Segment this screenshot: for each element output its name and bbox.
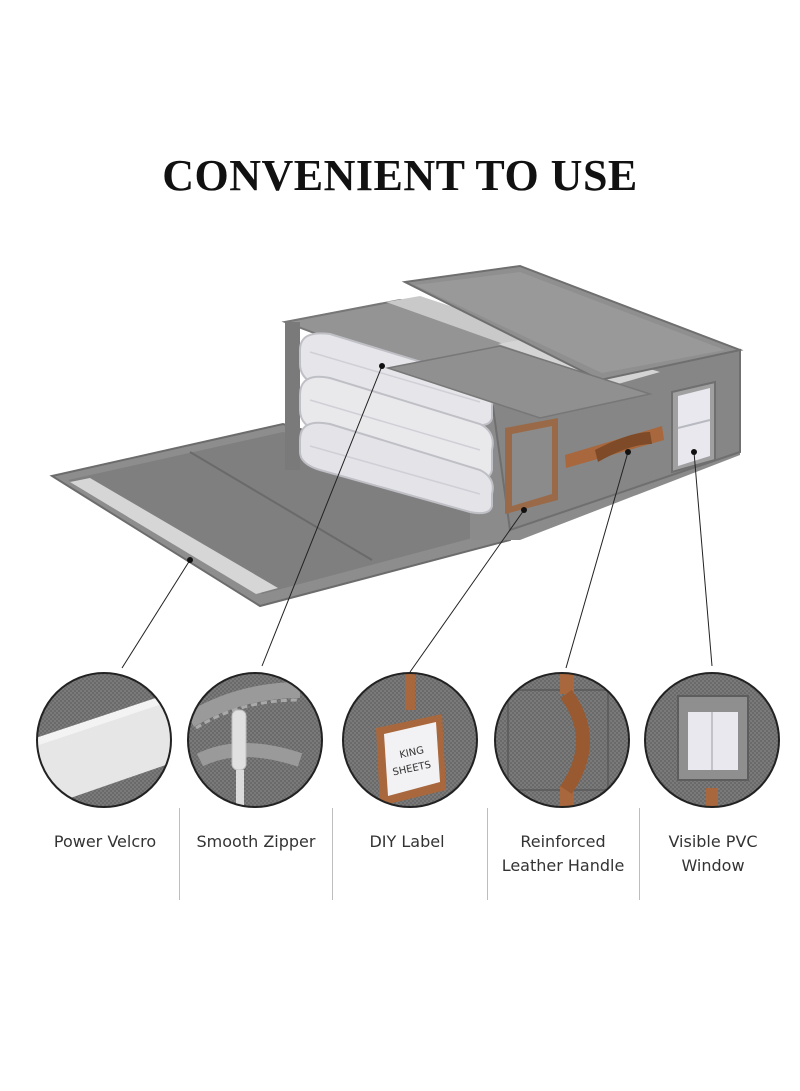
detail-handle: [494, 672, 630, 808]
divider: [332, 808, 333, 900]
caption-smooth-zipper: Smooth Zipper: [196, 832, 316, 851]
detail-zipper: [187, 672, 323, 808]
divider: [639, 808, 640, 900]
headline: CONVENIENT TO USE: [162, 151, 638, 200]
caption-leather-handle: Reinforced Leather Handle: [501, 832, 625, 875]
storage-box: [49, 264, 744, 608]
leader-lines: [121, 365, 713, 673]
pvc-window: [671, 380, 716, 474]
detail-label: KING SHEETS: [342, 672, 478, 808]
leather-handle: [565, 426, 664, 468]
tag-line-1: KING: [399, 745, 425, 761]
folded-sheets: [299, 332, 494, 515]
detail-velcro: [36, 672, 172, 808]
divider: [179, 808, 180, 900]
label-holder: [505, 418, 558, 514]
caption-diy-label: DIY Label: [369, 832, 445, 851]
caption-pvc-window: Visible PVC Window: [668, 832, 758, 875]
flap-velcro-strip: [70, 478, 278, 594]
divider: [487, 808, 488, 900]
detail-window: [644, 672, 780, 808]
caption-power-velcro: Power Velcro: [53, 832, 157, 851]
